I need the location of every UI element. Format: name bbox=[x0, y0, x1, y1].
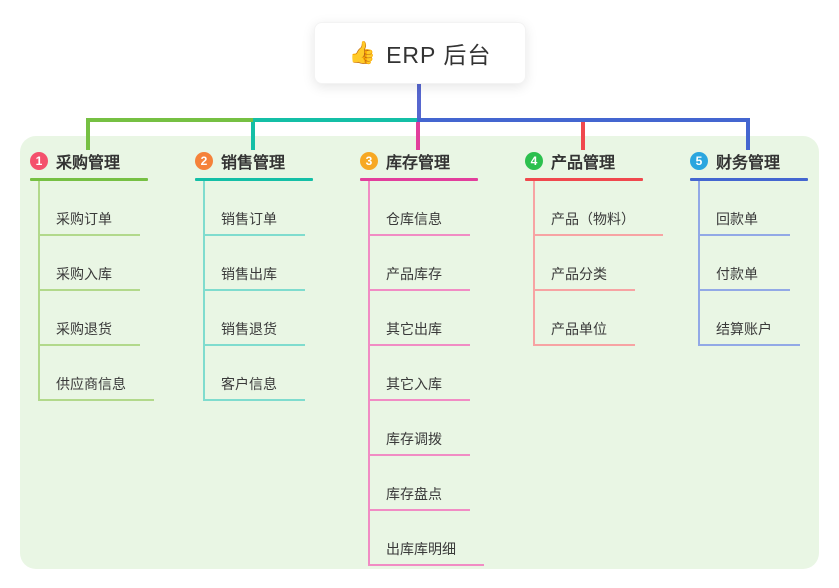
child-label: 客户信息 bbox=[221, 376, 277, 392]
mindmap-child-node[interactable]: 采购入库 bbox=[40, 236, 140, 291]
child-label: 付款单 bbox=[716, 266, 758, 282]
child-label: 销售退货 bbox=[221, 321, 277, 337]
child-label: 回款单 bbox=[716, 211, 758, 227]
root-label: ERP 后台 bbox=[386, 42, 492, 68]
branch-drop-line bbox=[746, 120, 750, 150]
child-label: 采购订单 bbox=[56, 211, 112, 227]
thumbs-up-icon: 👍 bbox=[348, 40, 377, 65]
child-label: 结算账户 bbox=[716, 321, 772, 337]
branch-number-badge: 5 bbox=[690, 152, 708, 170]
branch-header[interactable]: 1 采购管理 bbox=[30, 148, 190, 174]
mindmap-child-node[interactable]: 销售出库 bbox=[205, 236, 305, 291]
branch-number-badge: 1 bbox=[30, 152, 48, 170]
root-node[interactable]: 👍 ERP 后台 bbox=[314, 22, 526, 84]
child-label: 产品库存 bbox=[386, 266, 442, 282]
mindmap-child-node[interactable]: 库存盘点 bbox=[370, 456, 470, 511]
child-label: 产品分类 bbox=[551, 266, 607, 282]
branch-number-badge: 2 bbox=[195, 152, 213, 170]
branch-underline bbox=[690, 178, 808, 181]
child-label: 销售订单 bbox=[221, 211, 277, 227]
branch-header[interactable]: 3 库存管理 bbox=[360, 148, 520, 174]
child-label: 采购入库 bbox=[56, 266, 112, 282]
child-label: 库存调拨 bbox=[386, 431, 442, 447]
branch-underline bbox=[525, 178, 643, 181]
mindmap-child-node[interactable]: 结算账户 bbox=[700, 291, 800, 346]
branch-children: 销售订单 销售出库 销售退货 客户信息 bbox=[203, 181, 305, 401]
mindmap-child-node[interactable]: 采购退货 bbox=[40, 291, 140, 346]
branch: 4 产品管理 产品（物料） 产品分类 产品单位 bbox=[525, 148, 685, 346]
branch-label: 销售管理 bbox=[221, 155, 286, 172]
mindmap-child-node[interactable]: 其它入库 bbox=[370, 346, 470, 401]
branch-drop-line bbox=[581, 120, 585, 150]
mindmap-child-node[interactable]: 采购订单 bbox=[40, 181, 140, 236]
branch-number-badge: 4 bbox=[525, 152, 543, 170]
branch-label: 库存管理 bbox=[386, 155, 451, 172]
mindmap-child-node[interactable]: 仓库信息 bbox=[370, 181, 470, 236]
branch-label: 产品管理 bbox=[551, 155, 616, 172]
branch: 3 库存管理 仓库信息 产品库存 其它出库 其它入库 库存调拨 库存盘点 出库库… bbox=[360, 148, 520, 566]
child-label: 其它入库 bbox=[386, 376, 442, 392]
branch-drop-line bbox=[416, 120, 420, 150]
mindmap-child-node[interactable]: 付款单 bbox=[700, 236, 790, 291]
child-label: 采购退货 bbox=[56, 321, 112, 337]
branch-label: 财务管理 bbox=[716, 155, 781, 172]
branch-children: 回款单 付款单 结算账户 bbox=[698, 181, 800, 346]
mindmap-child-node[interactable]: 其它出库 bbox=[370, 291, 470, 346]
mindmap-child-node[interactable]: 产品分类 bbox=[535, 236, 635, 291]
mindmap-child-node[interactable]: 产品（物料） bbox=[535, 181, 663, 236]
branch: 5 财务管理 回款单 付款单 结算账户 bbox=[690, 148, 839, 346]
mindmap-child-node[interactable]: 产品单位 bbox=[535, 291, 635, 346]
mindmap-child-node[interactable]: 库存调拨 bbox=[370, 401, 470, 456]
mindmap-child-node[interactable]: 客户信息 bbox=[205, 346, 305, 401]
branch-header[interactable]: 2 销售管理 bbox=[195, 148, 355, 174]
branch-underline bbox=[30, 178, 148, 181]
child-label: 出库库明细 bbox=[386, 541, 456, 557]
mindmap-child-node[interactable]: 供应商信息 bbox=[40, 346, 154, 401]
child-label: 产品（物料） bbox=[551, 211, 635, 227]
bus-segment-right bbox=[417, 118, 750, 122]
child-label: 仓库信息 bbox=[386, 211, 442, 227]
mindmap-child-node[interactable]: 回款单 bbox=[700, 181, 790, 236]
branch-underline bbox=[360, 178, 478, 181]
branch-label: 采购管理 bbox=[56, 155, 121, 172]
branch-header[interactable]: 4 产品管理 bbox=[525, 148, 685, 174]
child-label: 产品单位 bbox=[551, 321, 607, 337]
mindmap-child-node[interactable]: 销售订单 bbox=[205, 181, 305, 236]
root-connector-line bbox=[417, 82, 421, 120]
branch-number-badge: 3 bbox=[360, 152, 378, 170]
branch-underline bbox=[195, 178, 313, 181]
child-label: 其它出库 bbox=[386, 321, 442, 337]
mindmap-child-node[interactable]: 产品库存 bbox=[370, 236, 470, 291]
child-label: 供应商信息 bbox=[56, 376, 126, 392]
mindmap-child-node[interactable]: 销售退货 bbox=[205, 291, 305, 346]
branch: 2 销售管理 销售订单 销售出库 销售退货 客户信息 bbox=[195, 148, 355, 401]
branch-header[interactable]: 5 财务管理 bbox=[690, 148, 839, 174]
child-label: 库存盘点 bbox=[386, 486, 442, 502]
child-label: 销售出库 bbox=[221, 266, 277, 282]
branch: 1 采购管理 采购订单 采购入库 采购退货 供应商信息 bbox=[30, 148, 190, 401]
branch-children: 产品（物料） 产品分类 产品单位 bbox=[533, 181, 663, 346]
bus-segment-left bbox=[86, 118, 253, 122]
content-panel bbox=[20, 136, 819, 569]
branch-drop-line bbox=[86, 120, 90, 150]
branch-children: 仓库信息 产品库存 其它出库 其它入库 库存调拨 库存盘点 出库库明细 bbox=[368, 181, 484, 566]
branch-drop-line bbox=[251, 120, 255, 150]
bus-segment-middle bbox=[253, 118, 419, 122]
branch-children: 采购订单 采购入库 采购退货 供应商信息 bbox=[38, 181, 154, 401]
mindmap-child-node[interactable]: 出库库明细 bbox=[370, 511, 484, 566]
